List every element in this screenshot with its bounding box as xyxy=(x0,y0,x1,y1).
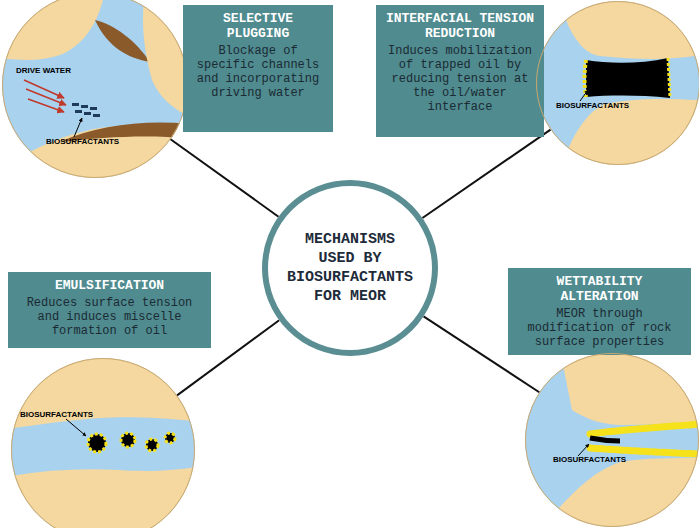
mechanism-box: WETTABILITY ALTERATIONMEOR through modif… xyxy=(508,268,691,355)
tension-illustration xyxy=(530,0,699,170)
plugging-illustration-part xyxy=(75,110,82,113)
callout-label: BIOSURFACTANTS xyxy=(46,137,119,146)
illustration-outline xyxy=(2,0,188,178)
circle-outline xyxy=(265,183,435,353)
plugging-illustration-part xyxy=(0,0,105,60)
connector-line xyxy=(422,130,550,218)
emulsification-illustration-part xyxy=(165,433,175,443)
tension-illustration-part xyxy=(530,0,699,170)
wettability-illustration-part xyxy=(590,424,699,434)
emulsification-illustration-part xyxy=(0,350,210,528)
illustration-outline xyxy=(12,359,195,528)
box-body: Induces mobilization of trapped oil by r… xyxy=(384,44,536,114)
illustration-outline xyxy=(3,0,188,178)
plugging-illustration xyxy=(0,0,200,200)
emulsification-illustration-part xyxy=(121,433,135,447)
illustration-circle: BIOSURFACTANTS xyxy=(536,1,699,165)
box-body: Blockage of specific channels and incorp… xyxy=(191,44,325,100)
illustration-circle: BIOSURFACTANTS xyxy=(525,353,699,527)
plugging-illustration-part xyxy=(81,105,88,108)
illustration-outline xyxy=(525,353,699,527)
emulsification-illustration-part xyxy=(88,434,106,452)
wettability-illustration-part xyxy=(590,448,699,454)
pointer-line xyxy=(66,419,86,436)
mechanism-box: EMULSIFICATION Reduces surface tension an… xyxy=(8,272,211,348)
plugging-illustration-part xyxy=(28,99,64,112)
plugging-illustration-part xyxy=(72,103,79,106)
plugging-illustration-part xyxy=(26,89,66,105)
illustration-circle: DRIVE WATER BIOSURFACTANTS xyxy=(2,0,188,178)
wettability-illustration-part xyxy=(590,438,620,441)
connector-line xyxy=(171,139,279,216)
central-title: MECHANISMS USED BY BIOSURFACTANTS FOR ME… xyxy=(285,230,415,306)
circle-outline xyxy=(262,180,438,356)
tension-illustration-part xyxy=(560,0,699,59)
emulsification-illustration xyxy=(0,350,210,528)
tension-illustration-part xyxy=(585,60,587,97)
illustration-outline xyxy=(537,2,699,165)
pointer-line xyxy=(580,90,588,101)
emulsification-illustration-part xyxy=(146,439,158,451)
mechanism-box: SELECTIVE PLUGGINGBlockage of specific c… xyxy=(183,5,333,132)
box-heading: EMULSIFICATION xyxy=(16,278,203,293)
box-heading: SELECTIVE PLUGGING xyxy=(191,11,325,41)
tension-illustration-part xyxy=(586,58,670,98)
plugging-illustration-part xyxy=(84,112,91,115)
plugging-illustration-part xyxy=(95,20,150,62)
mechanism-box: INTERFACIAL TENSION REDUCTIONInduces mob… xyxy=(376,5,544,137)
flow-label: DRIVE WATER xyxy=(16,66,71,75)
plugging-illustration-part xyxy=(90,107,97,110)
box-body: MEOR through modification of rock surfac… xyxy=(516,307,683,349)
wettability-illustration-part xyxy=(540,457,699,528)
callout-label: BIOSURFACTANTS xyxy=(20,410,93,419)
wettability-illustration-part xyxy=(560,350,699,425)
illustration-outline xyxy=(536,1,699,165)
emulsification-illustration-part xyxy=(0,350,210,430)
wettability-illustration-part xyxy=(520,350,699,528)
box-heading: WETTABILITY ALTERATION xyxy=(516,274,683,304)
plugging-illustration-part xyxy=(24,80,64,98)
pointer-line xyxy=(74,118,82,137)
wettability-illustration xyxy=(520,350,699,528)
box-heading: INTERFACIAL TENSION REDUCTION xyxy=(384,11,536,41)
illustration-outline xyxy=(11,358,195,528)
illustration-outline xyxy=(526,354,699,527)
callout-label: BIOSURFACTANTS xyxy=(556,101,629,110)
illustration-circle: BIOSURFACTANTS xyxy=(11,358,195,528)
plugging-illustration-part xyxy=(93,114,100,117)
central-circle: MECHANISMS USED BY BIOSURFACTANTS FOR ME… xyxy=(262,180,438,356)
tension-illustration-part xyxy=(668,58,670,98)
callout-label: BIOSURFACTANTS xyxy=(553,455,626,464)
pointer-line xyxy=(578,444,589,456)
box-body: Reduces surface tension and induces misc… xyxy=(16,296,203,338)
emulsification-illustration-part xyxy=(0,465,210,528)
